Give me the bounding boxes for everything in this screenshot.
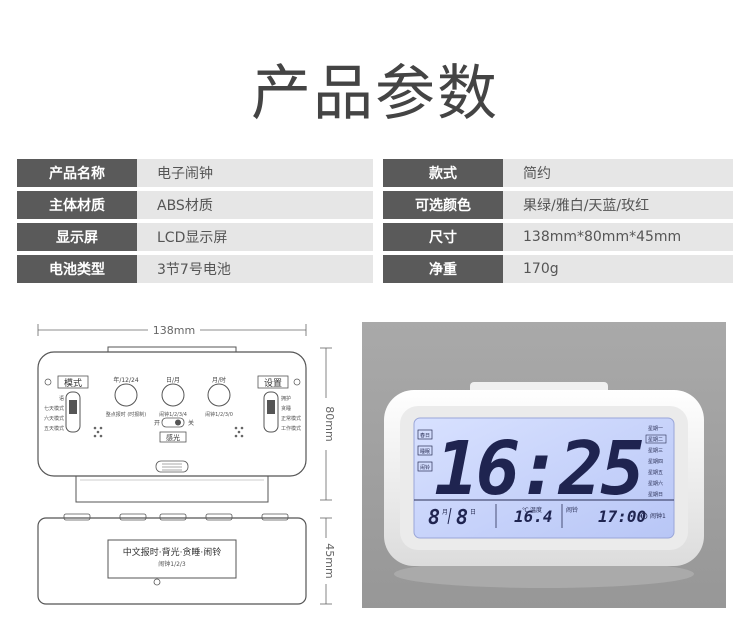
top-button-2[interactable] xyxy=(161,383,185,407)
spec-value: 简约 xyxy=(503,159,733,187)
lcd-temperature-unit: ℃ xyxy=(522,507,529,514)
spec-value: 138mm*80mm*45mm xyxy=(503,223,733,251)
depth-dimension-label: 45mm xyxy=(323,543,336,578)
top-button-label: 年/12/24 xyxy=(113,376,138,384)
set-button-label: 设置 xyxy=(264,378,282,389)
width-dimension-label: 138mm xyxy=(153,324,195,337)
left-speaker-icon xyxy=(93,426,103,438)
weekday-label: 星期三 xyxy=(648,448,663,454)
spec-row: 主体材质 ABS材质 可选颜色 果绿/雅白/天蓝/玫红 xyxy=(17,191,733,219)
battery-cover-label xyxy=(107,539,237,579)
lcd-temperature: 16.4 xyxy=(514,507,553,526)
lcd-temperature-label: 温度 xyxy=(530,506,542,514)
lcd-indicator: 闹铃 xyxy=(420,464,430,471)
lcd-month-unit: 月 xyxy=(442,509,448,516)
mode-button[interactable] xyxy=(57,375,89,389)
lcd-indicator: 睡眠 xyxy=(420,448,430,455)
spec-value: LCD显示屏 xyxy=(137,223,373,251)
right-side-label: 贪睡 xyxy=(281,405,291,412)
switch-on-label: 开 xyxy=(154,420,160,427)
spec-value: 3节7号电池 xyxy=(137,255,373,283)
light-sensor xyxy=(159,431,187,443)
set-button[interactable] xyxy=(257,375,289,389)
power-toggle[interactable] xyxy=(161,417,185,428)
mode-indicator-icon xyxy=(44,378,52,386)
spec-value: 电子闹钟 xyxy=(137,159,373,187)
top-button-label: 日/月 xyxy=(166,377,180,384)
lcd-alarm-slot: 闹钟1 xyxy=(650,512,666,520)
lcd-alarm-time: 17:00 xyxy=(598,507,646,526)
right-speaker-icon xyxy=(234,426,244,438)
mode-button-label: 模式 xyxy=(64,377,82,389)
top-button-subtext: 闹钟1/2/3/0 xyxy=(205,411,233,418)
left-side-label: 七天模式 xyxy=(44,405,64,412)
alarm-clock-icon xyxy=(640,512,648,520)
screw-hole-icon xyxy=(153,578,161,586)
weekday-label: 星期二 xyxy=(648,437,663,443)
clock-top-view xyxy=(37,517,307,605)
top-button-subtext: 整点报时 (时报制) xyxy=(106,411,147,418)
weekday-label: 星期日 xyxy=(648,492,663,498)
spec-label: 电池类型 xyxy=(17,255,137,283)
spec-label: 款式 xyxy=(383,159,503,187)
right-side-label: 工作模式 xyxy=(281,425,301,432)
spec-row: 显示屏 LCD显示屏 尺寸 138mm*80mm*45mm xyxy=(17,223,733,251)
battery-cover-text: 中文报时·背光·贪睡·闹铃 xyxy=(123,546,222,558)
left-slider-switch[interactable] xyxy=(65,391,81,433)
left-side-label: 五天模式 xyxy=(44,425,64,432)
spec-row: 电池类型 3节7号电池 净重 170g xyxy=(17,255,733,283)
right-side-label: 拥护 xyxy=(281,395,291,402)
spec-row: 产品名称 电子闹钟 款式 简约 xyxy=(17,159,733,187)
height-dimension-label: 80mm xyxy=(323,406,336,441)
spec-label: 产品名称 xyxy=(17,159,137,187)
power-toggle-knob[interactable] xyxy=(175,419,181,426)
lcd-indicator: 春日 xyxy=(420,432,430,439)
lcd-month: 8 xyxy=(428,505,440,529)
lcd-day-unit: 日 xyxy=(470,509,476,516)
top-button-subtext: 闹钟1/2/3/4 xyxy=(159,411,187,418)
clock-stand-outline xyxy=(75,475,269,503)
top-button-1[interactable] xyxy=(114,383,138,407)
top-button-label: 月/时 xyxy=(212,376,226,384)
spec-value: ABS材质 xyxy=(137,191,373,219)
right-slider-knob[interactable] xyxy=(267,400,275,414)
right-side-label: 正常模式 xyxy=(281,415,301,422)
spec-label: 显示屏 xyxy=(17,223,137,251)
weekday-label: 星期一 xyxy=(648,426,663,432)
spec-table: 产品名称 电子闹钟 款式 简约 主体材质 ABS材质 可选颜色 果绿/雅白/天蓝… xyxy=(17,159,733,287)
spec-label: 可选颜色 xyxy=(383,191,503,219)
vent-grille xyxy=(155,460,189,473)
right-slider-switch[interactable] xyxy=(263,391,279,433)
left-side-label: 语 xyxy=(59,395,64,402)
weekday-label: 星期四 xyxy=(648,459,663,465)
weekday-label: 星期六 xyxy=(648,480,663,487)
battery-cover-subtext: 闹钟1/2/3 xyxy=(158,560,186,568)
lcd-screen xyxy=(413,417,675,539)
spec-label: 主体材质 xyxy=(17,191,137,219)
left-side-label: 六天模式 xyxy=(44,415,64,422)
set-indicator-icon xyxy=(293,378,301,386)
left-slider-knob[interactable] xyxy=(69,400,77,414)
lcd-alarm-label: 闹铃 xyxy=(566,506,578,514)
lcd-time-display: 16:25 xyxy=(434,426,642,512)
clock-line-drawing: 138mm 80mm 45mm 模式 设置 语 七天模式 六天模式 五天模式 拥… xyxy=(37,324,336,605)
top-button-3[interactable] xyxy=(207,383,231,407)
spec-label: 尺寸 xyxy=(383,223,503,251)
light-sensor-label: 感光 xyxy=(166,433,180,442)
page-title: 产品参数 xyxy=(251,59,499,129)
product-photo: 春日 睡眠 闹铃 16:25 星期一 星期二 星期三 星期四 星期五 星期六 星… xyxy=(362,322,726,608)
spec-value: 170g xyxy=(503,255,733,283)
spec-label: 净重 xyxy=(383,255,503,283)
weekday-label: 星期五 xyxy=(648,470,663,476)
switch-off-label: 关 xyxy=(188,419,194,427)
lcd-day: 8 xyxy=(456,505,468,529)
spec-value: 果绿/雅白/天蓝/玫红 xyxy=(503,191,733,219)
